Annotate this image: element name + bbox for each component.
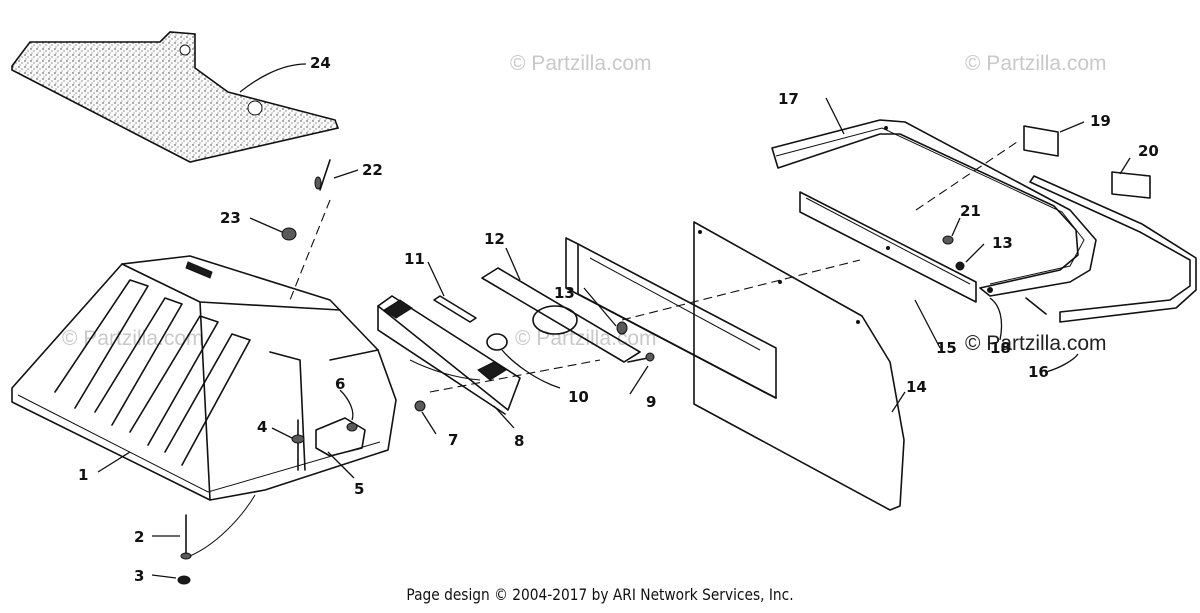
callout-15: 15 <box>936 339 957 357</box>
callout-13: 13 <box>554 284 575 302</box>
callout-18: 18 <box>990 339 1011 357</box>
part-14-panel <box>621 221 905 511</box>
callout-19: 19 <box>1090 112 1111 130</box>
part-24-mat <box>11 31 340 163</box>
mount-bracket <box>565 237 777 399</box>
callout-3: 3 <box>134 567 144 585</box>
callout-1: 1 <box>78 466 88 484</box>
callout-16: 16 <box>1028 363 1049 381</box>
part-16-frame <box>1029 175 1197 323</box>
callout-11: 11 <box>404 250 425 268</box>
watermark-2: © Partzilla.com <box>510 52 652 75</box>
callout-23: 23 <box>220 209 241 227</box>
part-8-taillight-housing <box>377 295 601 415</box>
part-1-storage-tub <box>11 255 397 501</box>
callout-14: 14 <box>906 378 927 396</box>
callout-5: 5 <box>354 480 364 498</box>
callout-7: 7 <box>448 431 458 449</box>
hardware-left <box>177 159 426 585</box>
callout-22: 22 <box>362 161 383 179</box>
callout-10: 10 <box>568 388 589 406</box>
watermark-3: © Partzilla.com <box>965 52 1107 75</box>
callout-21: 21 <box>960 202 981 220</box>
callout-12: 12 <box>484 230 505 248</box>
leader-lines <box>97 63 1131 579</box>
callout-20: 20 <box>1138 142 1159 160</box>
callout-24: 24 <box>310 54 331 72</box>
callout-labels: 1 2 3 4 5 6 7 8 9 10 11 12 13 13 14 15 1… <box>78 54 1159 585</box>
part-12-lens <box>481 267 641 363</box>
callout-8: 8 <box>514 432 524 450</box>
callout-4: 4 <box>257 418 267 436</box>
callout-9: 9 <box>646 393 656 411</box>
watermark-4: © Partzilla.com <box>62 327 204 350</box>
callout-2: 2 <box>134 528 144 546</box>
part-9-screw <box>627 352 655 363</box>
callout-17: 17 <box>778 90 799 108</box>
watermark-6: © Partzilla.com <box>965 332 1107 355</box>
footer-copyright: Page design © 2004-2017 by ARI Network S… <box>406 585 794 604</box>
part-20-decal <box>1111 171 1151 199</box>
part-19-decal <box>1023 125 1059 157</box>
callout-13b: 13 <box>992 234 1013 252</box>
part-15-strip <box>799 191 977 303</box>
hardware-right <box>915 139 1047 315</box>
part-17-frame <box>771 119 1097 297</box>
callout-6: 6 <box>335 375 345 393</box>
